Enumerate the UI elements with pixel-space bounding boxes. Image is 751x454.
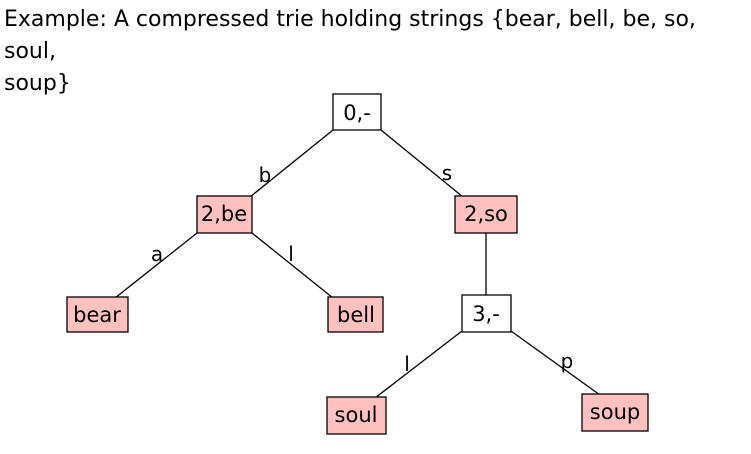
edge-label-l-bell: l: [288, 242, 294, 266]
node-box-so: [454, 195, 518, 234]
node-box-bear: [66, 296, 129, 333]
trie-node-root: 0,-: [332, 93, 382, 131]
node-box-so3: [461, 294, 512, 333]
edge-label-p: p: [561, 349, 574, 373]
diagram-caption: Example: A compressed trie holding strin…: [4, 4, 749, 100]
trie-node-soup: soup: [581, 393, 649, 432]
trie-node-so: 2,so: [454, 195, 518, 234]
edge-so3-to-soup: [510, 330, 601, 396]
edge-so3-to-soul: [374, 330, 463, 399]
node-label-soup: soup: [590, 400, 640, 424]
caption-line-2: soup}: [4, 71, 71, 96]
trie-node-bell: bell: [327, 296, 384, 333]
caption-line-1: Example: A compressed trie holding strin…: [4, 7, 696, 64]
trie-edge-labels: b s a l l p: [151, 161, 573, 376]
edge-label-b: b: [259, 163, 272, 187]
node-label-so3: 3,-: [472, 302, 500, 326]
node-label-so: 2,so: [464, 202, 508, 226]
edge-be-to-bear: [114, 232, 198, 299]
edge-label-l-soul: l: [404, 352, 410, 376]
trie-node-bear: bear: [66, 296, 129, 333]
node-label-soul: soul: [335, 403, 378, 427]
trie-node-be: 2,be: [196, 195, 253, 234]
node-box-be: [196, 195, 253, 234]
edge-label-a: a: [151, 242, 163, 266]
edge-root-to-so: [380, 129, 464, 198]
edge-root-to-be: [249, 129, 334, 198]
node-box-soul: [326, 396, 387, 435]
node-label-bear: bear: [73, 303, 121, 327]
node-box-root: [332, 93, 382, 131]
node-label-bell: bell: [337, 303, 375, 327]
edge-label-s: s: [442, 161, 452, 185]
trie-edges: [114, 129, 601, 399]
trie-node-soul: soul: [326, 396, 387, 435]
edge-be-to-bell: [251, 232, 334, 299]
node-label-root: 0,-: [343, 101, 371, 125]
trie-node-so3: 3,-: [461, 294, 512, 333]
node-box-soup: [581, 393, 649, 432]
node-box-bell: [327, 296, 384, 333]
node-label-be: 2,be: [201, 202, 247, 226]
